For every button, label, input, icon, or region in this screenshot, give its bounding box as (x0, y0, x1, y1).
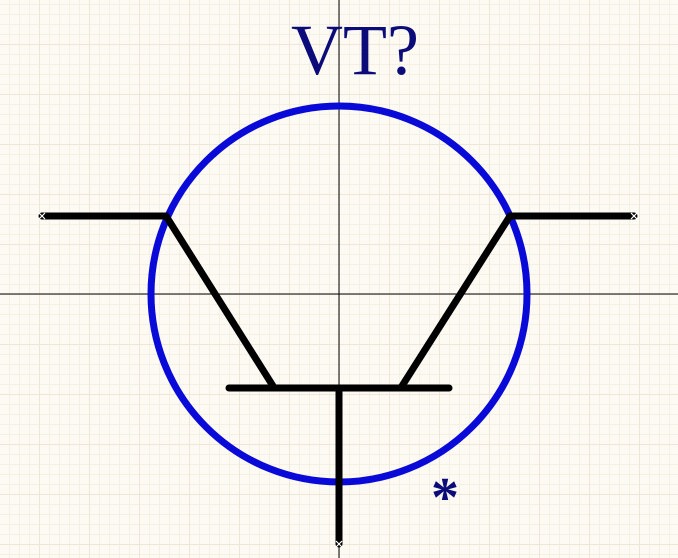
pin-end-marker-left (38, 212, 46, 220)
pin-end-marker-right (630, 212, 638, 220)
component-designator-label[interactable]: VT? (291, 10, 419, 90)
left-lead (162, 212, 277, 390)
asterisk-marker: * (431, 467, 459, 529)
right-lead (398, 212, 514, 390)
pin-end-marker-bottom (335, 540, 343, 548)
